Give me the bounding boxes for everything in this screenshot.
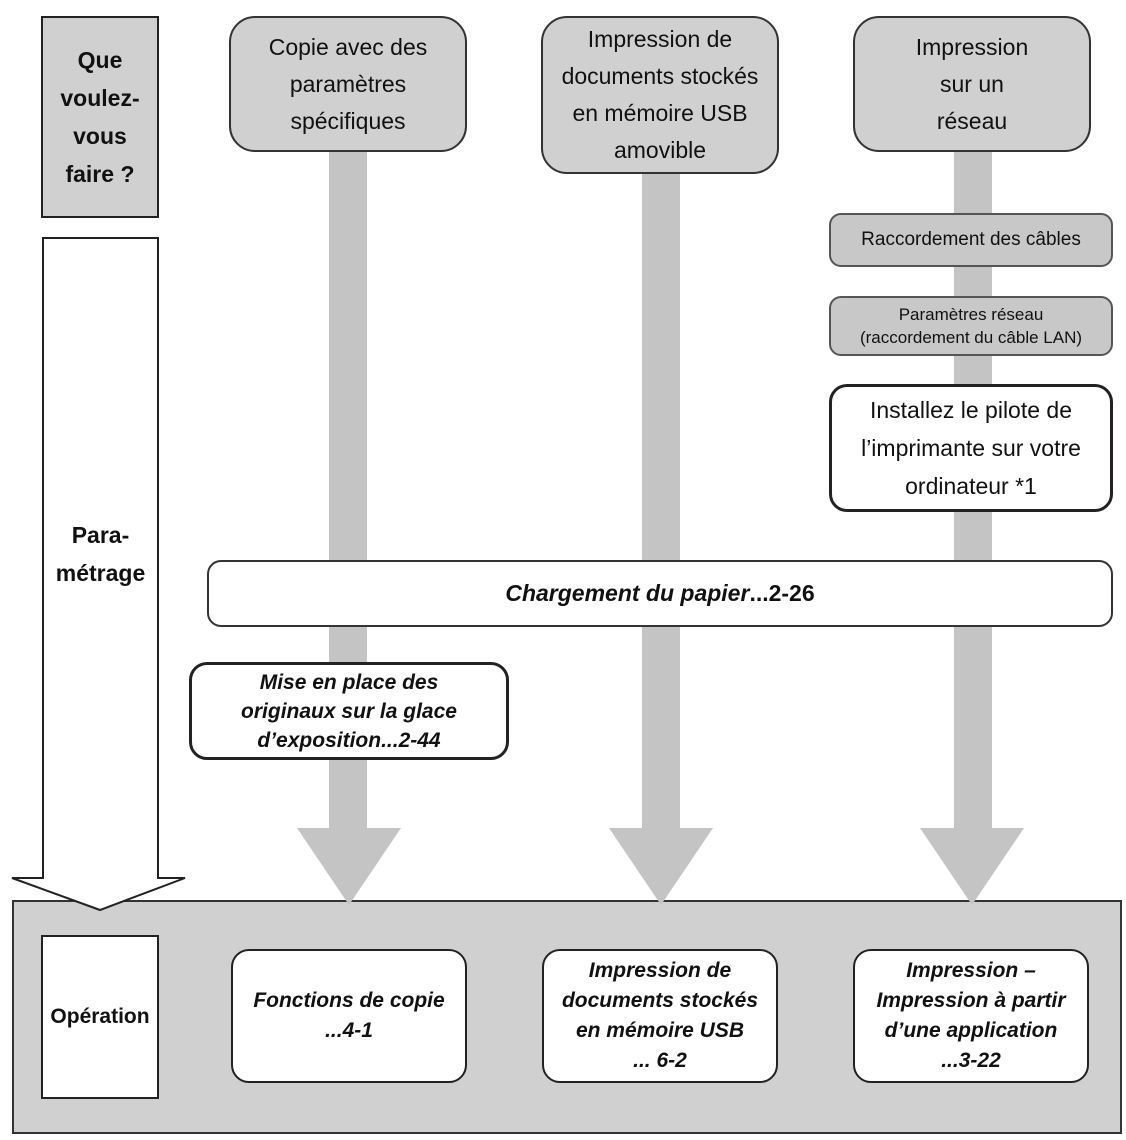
paper-loading-bar: Chargement du papier...2-26 <box>207 560 1113 627</box>
top-box-usb: Impression de documents stockés en mémoi… <box>541 16 779 174</box>
arrow-head-col3 <box>920 828 1024 905</box>
operation-box: Opération <box>41 935 159 1099</box>
top-box-copy-label: Copie avec des paramètres spécifiques <box>268 33 428 134</box>
step-install-driver-label: Installez le pilote de l’imprimante sur … <box>861 397 1081 499</box>
top-box-copy: Copie avec des paramètres spécifiques <box>229 16 467 152</box>
question-label: Que voulez- vous faire ? <box>60 47 140 187</box>
originals-label: Mise en place des originaux sur la glace… <box>241 670 457 752</box>
paper-loading-ref: ...2-26 <box>749 580 815 606</box>
question-box: Que voulez- vous faire ? <box>41 16 159 218</box>
step-cables: Raccordement des câbles <box>829 213 1113 267</box>
setup-arrow <box>11 237 186 912</box>
originals-box: Mise en place des originaux sur la glace… <box>189 662 509 760</box>
result-usb: Impression de documents stockés en mémoi… <box>542 949 778 1083</box>
step-network-settings: Paramètres réseau (raccordement du câble… <box>829 296 1113 356</box>
top-box-network-label: Impression sur un réseau <box>915 33 1029 134</box>
step-cables-label: Raccordement des câbles <box>861 229 1081 250</box>
step-network-settings-label: Paramètres réseau (raccordement du câble… <box>859 305 1083 347</box>
setup-label: Para- métrage <box>43 508 158 600</box>
step-install-driver: Installez le pilote de l’imprimante sur … <box>829 384 1113 512</box>
result-network-label: Impression – Impression à partir d’une a… <box>876 959 1066 1072</box>
arrow-head-col2 <box>609 828 713 905</box>
result-usb-label: Impression de documents stockés en mémoi… <box>561 959 759 1072</box>
arrow-shaft-col2 <box>642 170 680 830</box>
top-box-network: Impression sur un réseau <box>853 16 1091 152</box>
result-copy-label: Fonctions de copie ...4-1 <box>253 989 445 1042</box>
setup-text: Para- métrage <box>55 522 146 586</box>
top-box-usb-label: Impression de documents stockés en mémoi… <box>561 26 759 163</box>
arrow-head-col1 <box>297 828 401 905</box>
result-copy: Fonctions de copie ...4-1 <box>231 949 467 1083</box>
paper-loading-label: Chargement du papier <box>505 580 750 606</box>
result-network: Impression – Impression à partir d’une a… <box>853 949 1089 1083</box>
operation-label: Opération <box>50 1005 150 1028</box>
